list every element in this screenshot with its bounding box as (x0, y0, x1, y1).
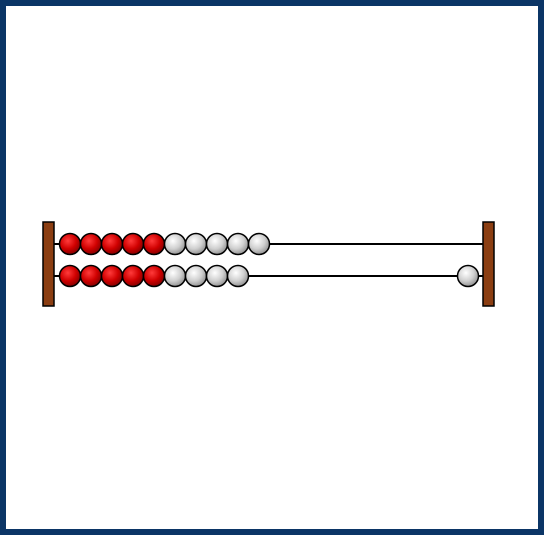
bead-gray-row-2[interactable] (226, 264, 250, 288)
bead-gray-row-1[interactable] (163, 232, 187, 256)
left-post (42, 221, 55, 307)
bead-red-row-1[interactable] (58, 232, 82, 256)
bead-red-row-1[interactable] (121, 232, 145, 256)
bead-gray-right-row-2[interactable] (456, 264, 480, 288)
beads (58, 232, 480, 288)
bead-red-row-2[interactable] (142, 264, 166, 288)
bead-gray-row-2[interactable] (205, 264, 229, 288)
bead-red-row-2[interactable] (79, 264, 103, 288)
bead-gray-row-2[interactable] (163, 264, 187, 288)
bead-red-row-1[interactable] (79, 232, 103, 256)
bead-red-row-2[interactable] (58, 264, 82, 288)
bead-gray-row-2[interactable] (184, 264, 208, 288)
right-post (482, 221, 495, 307)
bead-gray-row-1[interactable] (205, 232, 229, 256)
bead-red-row-1[interactable] (142, 232, 166, 256)
bead-gray-row-1[interactable] (226, 232, 250, 256)
bead-gray-row-1[interactable] (247, 232, 271, 256)
bead-red-row-1[interactable] (100, 232, 124, 256)
bead-red-row-2[interactable] (121, 264, 145, 288)
bead-red-row-2[interactable] (100, 264, 124, 288)
bead-gray-row-1[interactable] (184, 232, 208, 256)
